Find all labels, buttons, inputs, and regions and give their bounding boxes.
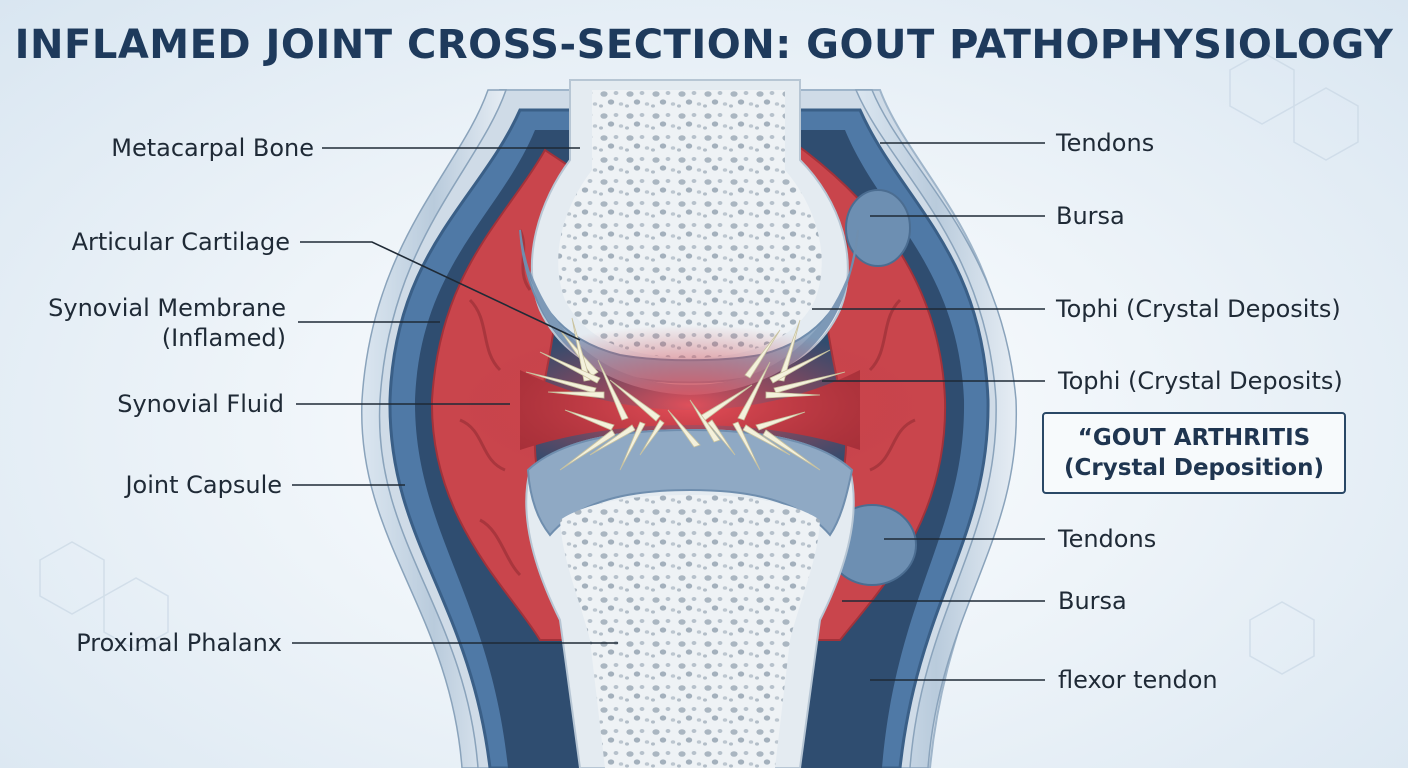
tendon-sheath-right [854, 89, 1018, 768]
label-tophi-2: Tophi (Crystal Deposits) [1058, 367, 1343, 395]
label-synovial-membrane-line2: (Inflamed) [161, 324, 286, 352]
label-metacarpal-bone: Metacarpal Bone [111, 134, 314, 162]
callout-line1: “GOUT ARTHRITIS [1077, 425, 1311, 451]
leader-lines [292, 142, 1045, 681]
label-tendons-bottom: Tendons [1058, 525, 1157, 553]
label-bursa-top: Bursa [1056, 202, 1125, 230]
urate-crystals [525, 317, 846, 471]
label-proximal-phalanx: Proximal Phalanx [76, 629, 282, 657]
label-tendons-top: Tendons [1056, 129, 1155, 157]
label-articular-cartilage: Articular Cartilage [71, 228, 290, 256]
bursa-top-shape [845, 189, 911, 267]
label-tophi-1: Tophi (Crystal Deposits) [1056, 295, 1341, 323]
gout-arthritis-callout: “GOUT ARTHRITIS (Crystal Deposition) [1042, 412, 1346, 494]
leader-articular-cartilage [300, 241, 581, 341]
label-flexor-tendon: flexor tendon [1058, 666, 1218, 694]
metacarpal-spongy-bone [558, 90, 822, 358]
label-joint-capsule: Joint Capsule [125, 471, 282, 499]
background-molecule-pattern [39, 51, 1359, 675]
label-bursa-bottom: Bursa [1058, 587, 1127, 615]
label-synovial-fluid: Synovial Fluid [117, 390, 284, 418]
tendon-sheath-left [361, 89, 508, 768]
callout-line2: (Crystal Deposition) [1064, 455, 1324, 481]
label-synovial-membrane-line1: Synovial Membrane [48, 294, 286, 322]
page-title: INFLAMED JOINT CROSS-SECTION: GOUT PATHO… [14, 22, 1394, 68]
phalanx-spongy-bone [560, 495, 820, 768]
